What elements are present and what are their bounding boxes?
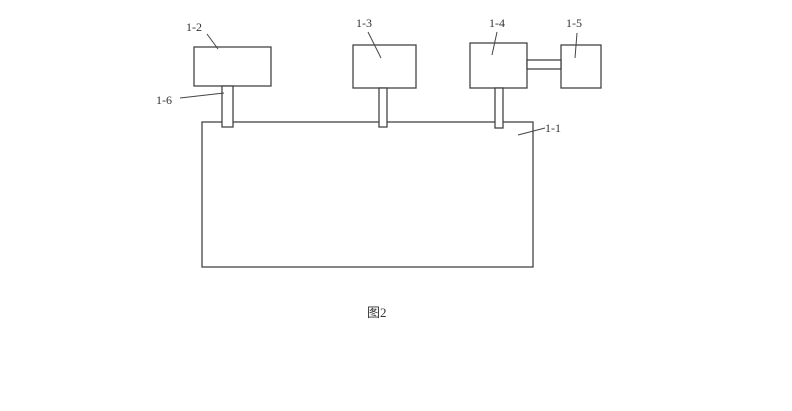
label-1-3: 1-3 [356, 16, 372, 30]
label-1-1: 1-1 [545, 121, 561, 135]
main-tank [201, 121, 534, 268]
pipe-1-3 [378, 87, 388, 128]
component-1-3 [352, 44, 417, 89]
component-1-4 [469, 42, 528, 89]
label-1-4: 1-4 [489, 16, 505, 30]
component-1-2 [193, 46, 272, 87]
leader-1-5 [574, 32, 578, 59]
leader-1-3 [367, 31, 382, 59]
leader-1-2 [206, 33, 219, 50]
figure-caption: 图2 [367, 305, 387, 320]
coupling-1-4-1-5 [526, 59, 562, 70]
label-1-6: 1-6 [156, 93, 172, 107]
component-1-5 [560, 44, 602, 89]
label-1-2: 1-2 [186, 20, 202, 34]
pipe-1-6 [221, 85, 234, 128]
leader-1-4 [491, 31, 498, 56]
leader-1-1 [517, 127, 546, 136]
label-1-5: 1-5 [566, 16, 582, 30]
pipe-1-4 [494, 87, 504, 129]
leader-1-6 [179, 92, 225, 99]
